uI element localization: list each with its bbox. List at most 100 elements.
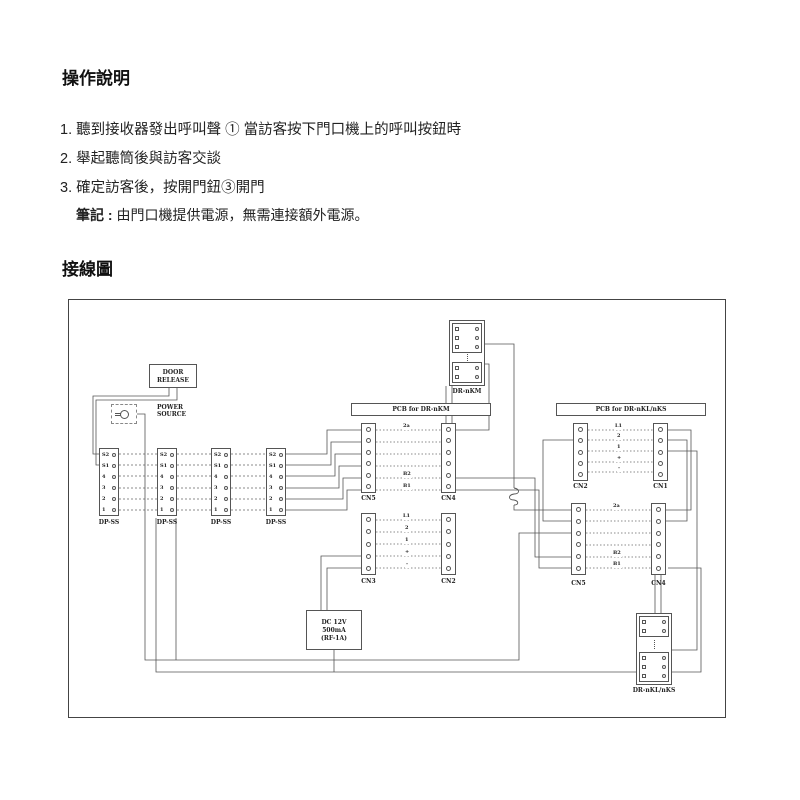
connector-cn3-km (361, 513, 376, 575)
cn1-kl-label: CN1 (653, 483, 668, 490)
module-pad (455, 345, 459, 349)
pin-label: 3 (102, 484, 106, 491)
module-label-top: DR-nKM (452, 388, 482, 395)
terminal-dot (366, 529, 371, 535)
connector-cn4-kl (651, 503, 666, 575)
pin-2a-km: 2a (402, 423, 411, 430)
terminal-dot (112, 452, 116, 457)
terminal-dot (446, 517, 451, 522)
terminal-dot (475, 366, 479, 370)
door-station-module-top (449, 320, 485, 386)
page-title: 操作說明 (62, 69, 130, 88)
terminal-dot (662, 656, 666, 660)
terminal-dot (576, 530, 581, 536)
terminal-dot (658, 449, 663, 455)
wiring-title: 接線圖 (62, 260, 113, 279)
pin-label: S2 (102, 451, 110, 458)
terminal-dot (446, 438, 451, 444)
module-pad (455, 375, 459, 379)
terminal-dot (576, 518, 581, 524)
pin-label: S2 (214, 451, 222, 458)
terminal-dot (658, 472, 663, 477)
pin-label: 2 (102, 495, 106, 502)
terminal-dot (366, 483, 371, 489)
pin-minus-kl: - (617, 465, 622, 472)
terminal-dot (279, 474, 283, 479)
step-2: 2. 舉起聽筒後與訪客交談 (60, 151, 222, 167)
pin-label: 4 (160, 473, 164, 480)
pin-label: S1 (214, 462, 222, 469)
door-release-line2: RELEASE (157, 376, 189, 384)
cn4-km-label: CN4 (441, 495, 456, 502)
terminal-dot (656, 554, 661, 560)
power-supply-line2: 500mA (322, 626, 346, 634)
terminal-dot (224, 474, 228, 479)
pin-label: 3 (269, 484, 273, 491)
note-label: 筆記 : (76, 207, 113, 223)
terminal-dot (578, 449, 583, 455)
pin-label: 4 (214, 473, 218, 480)
station-name-1: DP-SS (98, 519, 120, 526)
connector-cn5-kl (571, 503, 586, 575)
pin-label: S1 (269, 462, 277, 469)
pin-label: 4 (102, 473, 106, 480)
station-name-2: DP-SS (156, 519, 178, 526)
terminal-dot (224, 452, 228, 457)
wiring-diagram: DOOR RELEASE POWER SOURCE S2 S1 4 3 2 1 … (68, 299, 726, 718)
connector-cn5-km (361, 423, 376, 493)
terminal-dot (279, 485, 283, 490)
step-1: 1. 聽到接收器發出呼叫聲 ① 當訪客按下門口機上的呼叫按鈕時 (60, 122, 462, 138)
terminal-dot (366, 553, 371, 559)
terminal-dot (656, 565, 661, 571)
pin-plus-kl: + (616, 455, 623, 462)
terminal-dot (475, 336, 479, 340)
terminal-dot (366, 566, 371, 571)
pin-b1-kl: B1 (612, 561, 622, 568)
pin-label: S2 (269, 451, 277, 458)
terminal-dot (446, 566, 451, 571)
cn2-kl-label: CN2 (573, 483, 588, 490)
module-pad (642, 656, 646, 660)
terminal-dot (279, 496, 283, 501)
terminal-dot (656, 518, 661, 524)
terminal-dot (366, 461, 371, 467)
terminal-dot (658, 427, 663, 432)
terminal-dot (170, 485, 174, 490)
terminal-dot (662, 629, 666, 633)
terminal-dot (578, 427, 583, 432)
power-plug-icon (111, 404, 137, 424)
module-pad (642, 620, 646, 624)
terminal-dot (576, 507, 581, 512)
power-supply-box: DC 12V 500mA (RF-1A) (306, 610, 362, 650)
connector-cn2-km (441, 513, 456, 575)
connector-cn2-kl (573, 423, 588, 481)
pin-label: 3 (214, 484, 218, 491)
terminal-dot (578, 472, 583, 477)
pin-l1-km: L1 (402, 513, 411, 520)
pin-l1-kl: L1 (614, 423, 623, 430)
cn5-km-label: CN5 (361, 495, 376, 502)
interphone-block-2: S2 S1 4 3 2 1 (157, 448, 177, 516)
pin-minus-km: - (405, 561, 410, 568)
pin-label: 2 (160, 495, 164, 502)
connector-cn4-km (441, 423, 456, 493)
terminal-dot (446, 529, 451, 535)
pin-label: S1 (102, 462, 110, 469)
terminal-dot (279, 463, 283, 468)
terminal-dot (279, 452, 283, 457)
terminal-dot (224, 463, 228, 468)
pin-2-km: 2 (404, 525, 410, 532)
terminal-dot (576, 542, 581, 548)
pin-label: S2 (160, 451, 168, 458)
terminal-dot (446, 461, 451, 467)
terminal-dot (662, 620, 666, 624)
cn2-km-label: CN2 (441, 578, 456, 585)
pin-2-kl: 2 (616, 433, 622, 440)
module-pad (455, 336, 459, 340)
interphone-block-3: S2 S1 4 3 2 1 (211, 448, 231, 516)
pin-1-km: 1 (404, 537, 410, 544)
terminal-dot (658, 438, 663, 444)
pin-label: S1 (160, 462, 168, 469)
pin-b1-km: B1 (402, 483, 412, 490)
